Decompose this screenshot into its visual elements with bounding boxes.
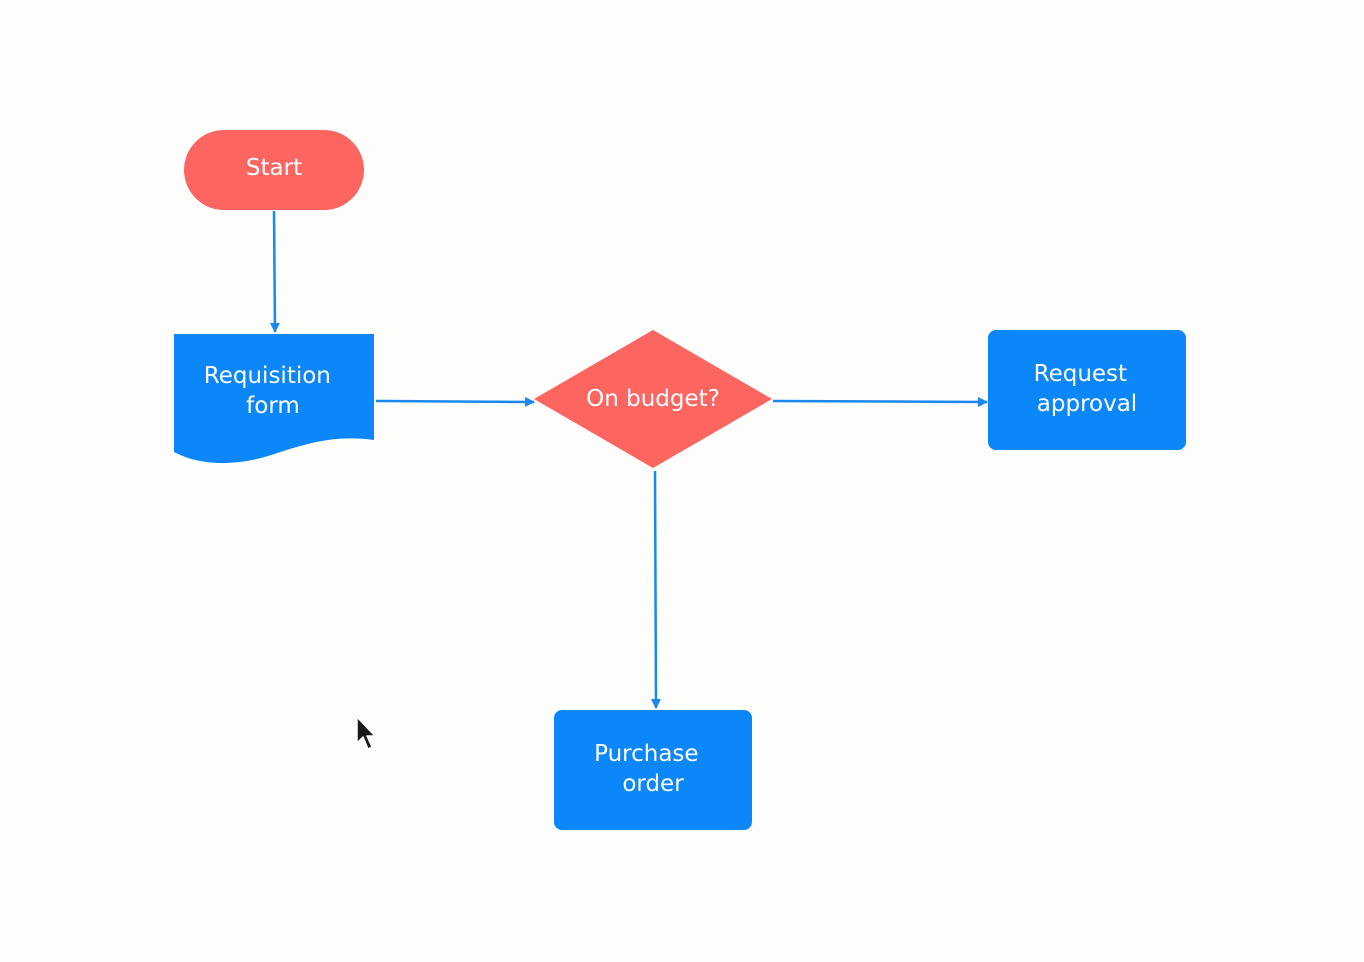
connector-start-to-requisition[interactable] [269,210,280,333]
decision-label: On budget? [586,386,720,412]
node-requisition-form[interactable]: Requisition form [174,334,374,464]
purchase-process-shape[interactable] [554,710,752,830]
approval-process-shape[interactable] [988,330,1186,450]
start-label: Start [246,155,302,181]
node-purchase-order[interactable]: Purchase order [554,710,752,830]
decision-diamond-shape[interactable] [534,330,772,468]
requisition-label-line-1: Requisition [204,363,331,389]
connectors [269,210,988,709]
node-start[interactable]: Start [184,130,364,210]
node-request-approval[interactable]: Request approval [988,330,1186,450]
connector-decision-to-approval[interactable] [772,396,988,407]
requisition-document-shape[interactable] [174,334,374,464]
purchase-label: Purchase order [594,741,706,797]
connector-requisition-to-decision[interactable] [375,396,535,407]
requisition-label: Requisition form [204,363,338,419]
node-on-budget-decision[interactable]: On budget? [534,330,772,468]
approval-label-line-1: Request [1034,361,1127,387]
purchase-label-line-1: Purchase [594,741,698,767]
connector-decision-to-purchase[interactable] [650,470,661,709]
purchase-label-line-2: order [622,771,684,797]
start-terminal-shape[interactable] [184,130,364,210]
approval-label: Request approval [1034,361,1138,417]
approval-label-line-2: approval [1037,391,1137,417]
requisition-label-line-2: form [246,393,300,419]
mouse-pointer-icon [356,716,376,750]
